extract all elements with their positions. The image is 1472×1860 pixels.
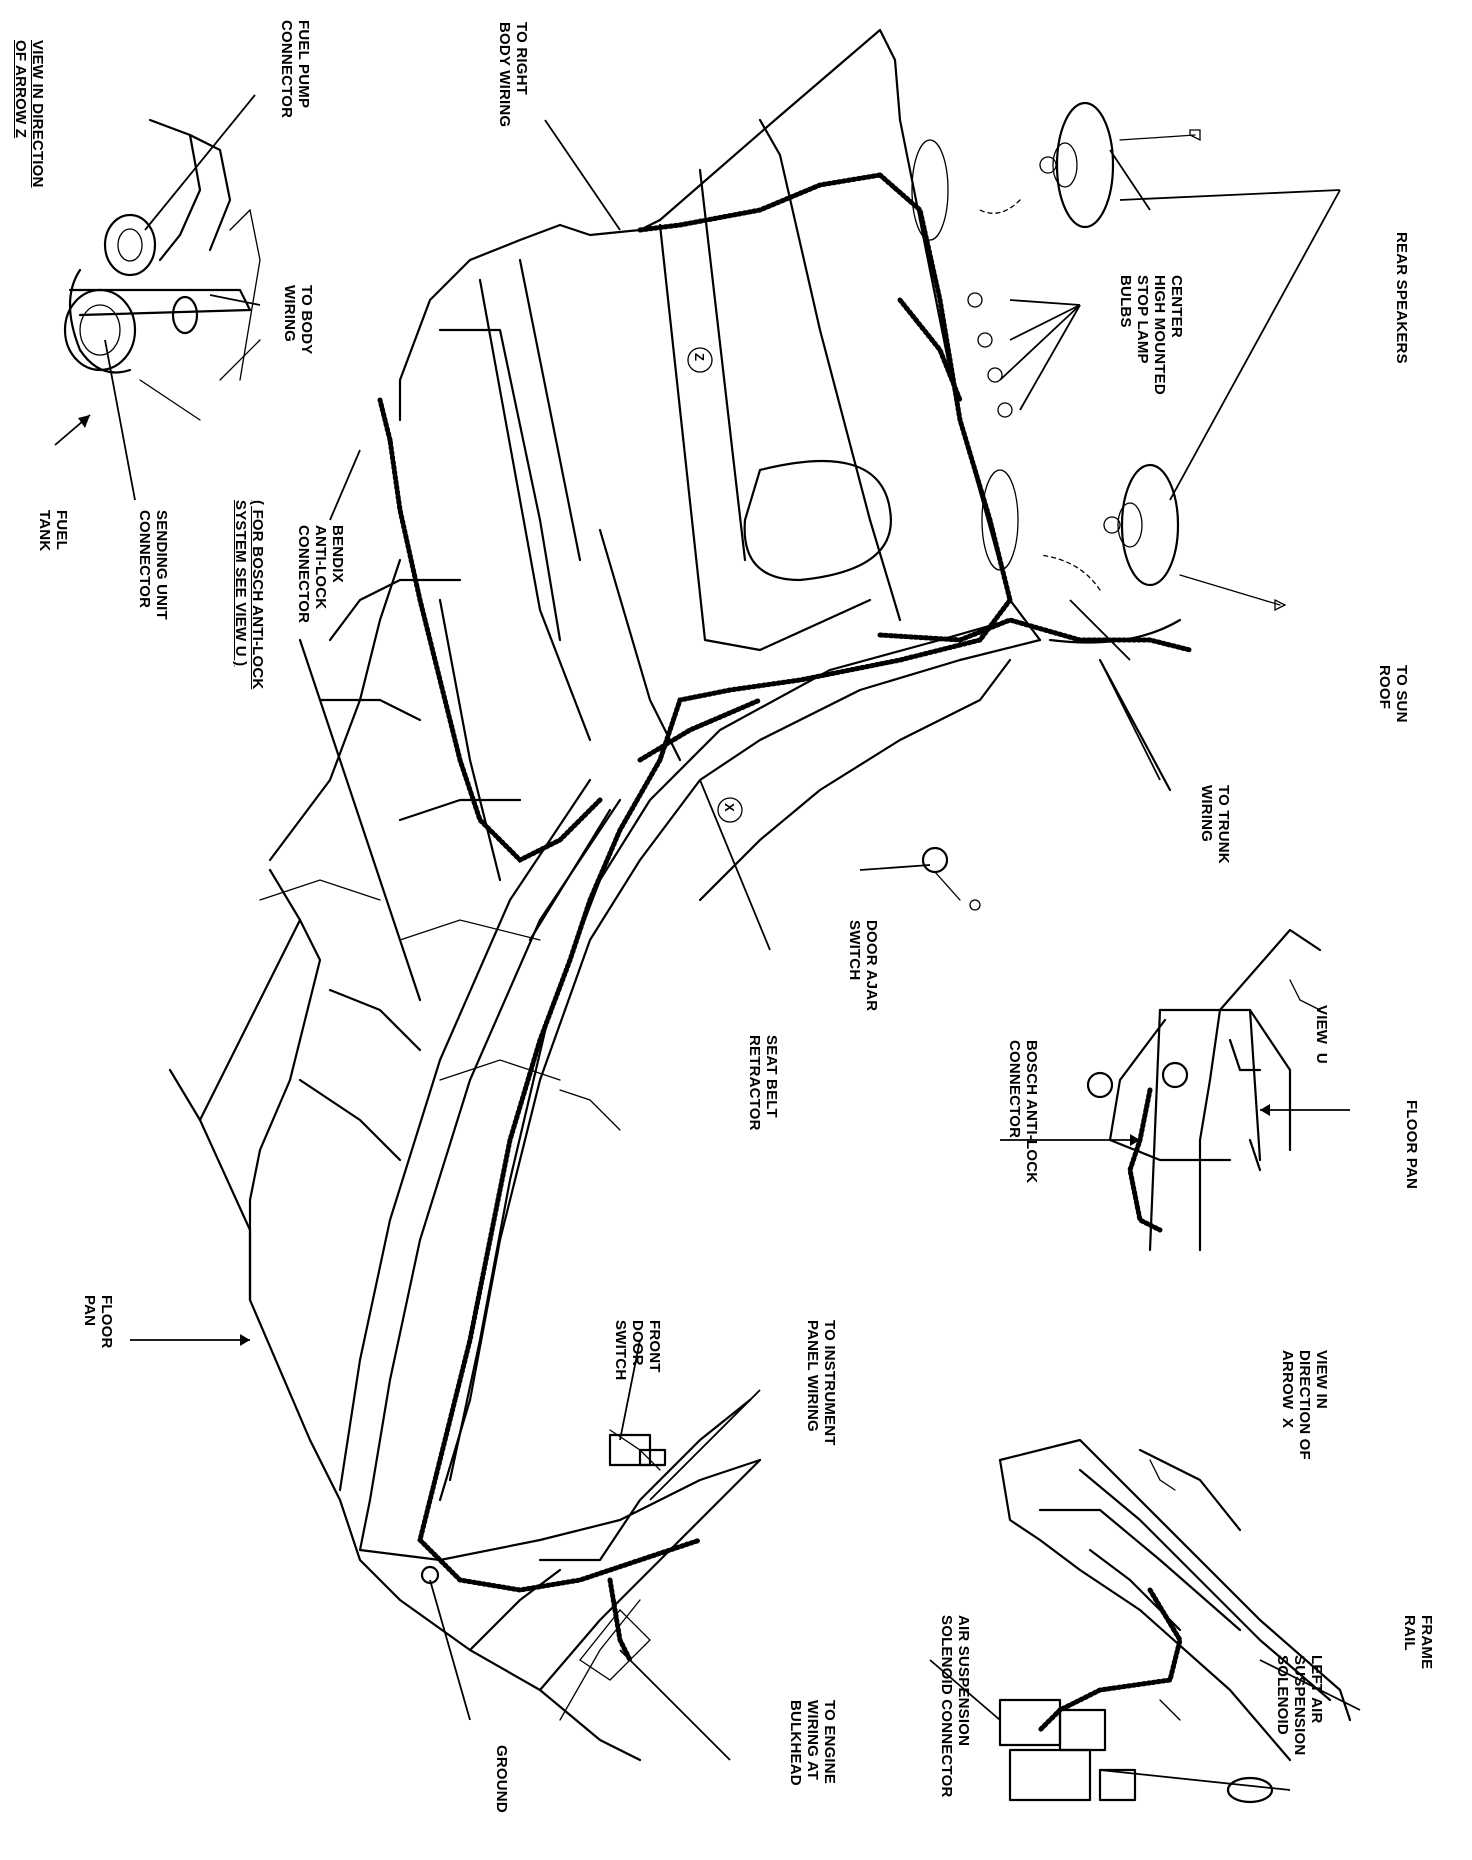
label-to-instrument-panel: TO INSTRUMENT PANEL WIRING [804,1320,838,1446]
marker-z-letter: Z [692,353,707,362]
label-to-trunk-wiring: TO TRUNK WIRING [1198,785,1232,864]
front-door-switch-shape [608,1433,667,1467]
car-body-outline [168,28,1182,1762]
label-frame-rail: FRAME RAIL [1401,1615,1435,1670]
arrow-x-marker [717,797,743,823]
label-to-body-wiring: TO BODY WIRING [281,285,315,355]
label-fuel-tank: FUEL TANK [36,510,70,552]
label-left-air-solenoid: LEFT AIR SUSPENSION SOLENOID [1274,1655,1325,1756]
door-ajar-switch-shape [921,846,981,911]
view-x-inset [998,1438,1352,1804]
marker-x-letter: X [722,803,737,812]
label-stop-lamp-bulbs: CENTER HIGH MOUNTED STOP LAMP BULBS [1117,275,1185,395]
label-to-sun-roof: TO SUN ROOF [1376,665,1410,723]
label-view-u: VIEW U [1313,1005,1330,1064]
label-fuel-pump-connector: FUEL PUMP CONNECTOR [278,20,312,119]
label-view-x-title: VIEW IN DIRECTION OF ARROW X [1279,1350,1330,1460]
label-seat-belt-retractor: SEAT BELT RETRACTOR [746,1035,780,1131]
label-to-right-body-wiring: TO RIGHT BODY WIRING [496,22,530,128]
label-bosch-note: ( FOR BOSCH ANTI-LOCK SYSTEM SEE VIEW U … [232,500,266,690]
label-bosch-connector: BOSCH ANTI-LOCK CONNECTOR [1006,1040,1040,1184]
label-floor-pan-main: FLOOR PAN [81,1295,115,1349]
label-view-z-title: VIEW IN DIRECTION OF ARROW Z [12,40,46,188]
label-front-door-switch: FRONT DOOR SWITCH [612,1320,663,1381]
label-sending-unit-connector: SENDING UNIT CONNECTOR [136,510,170,620]
label-rear-speakers: REAR SPEAKERS [1393,232,1410,364]
arrow-z-marker [687,347,713,373]
rear-speaker-icons [979,101,1287,612]
leader-lines [54,94,1361,1791]
label-ground: GROUND [493,1745,510,1813]
wiring-harness [377,172,1193,1663]
label-air-solenoid-connector: AIR SUSPENSION SOLENOID CONNECTOR [938,1615,972,1798]
label-to-engine-wiring: TO ENGINE WIRING AT BULKHEAD [787,1700,838,1786]
label-bendix-connector: BENDIX ANTI-LOCK CONNECTOR [295,525,346,624]
label-floor-pan-u: FLOOR PAN [1403,1100,1420,1190]
stop-lamp-bulb-icons [967,292,1013,418]
label-door-ajar-switch: DOOR AJAR SWITCH [846,920,880,1012]
view-z-inset [63,118,261,421]
view-u-inset [1086,928,1322,1252]
